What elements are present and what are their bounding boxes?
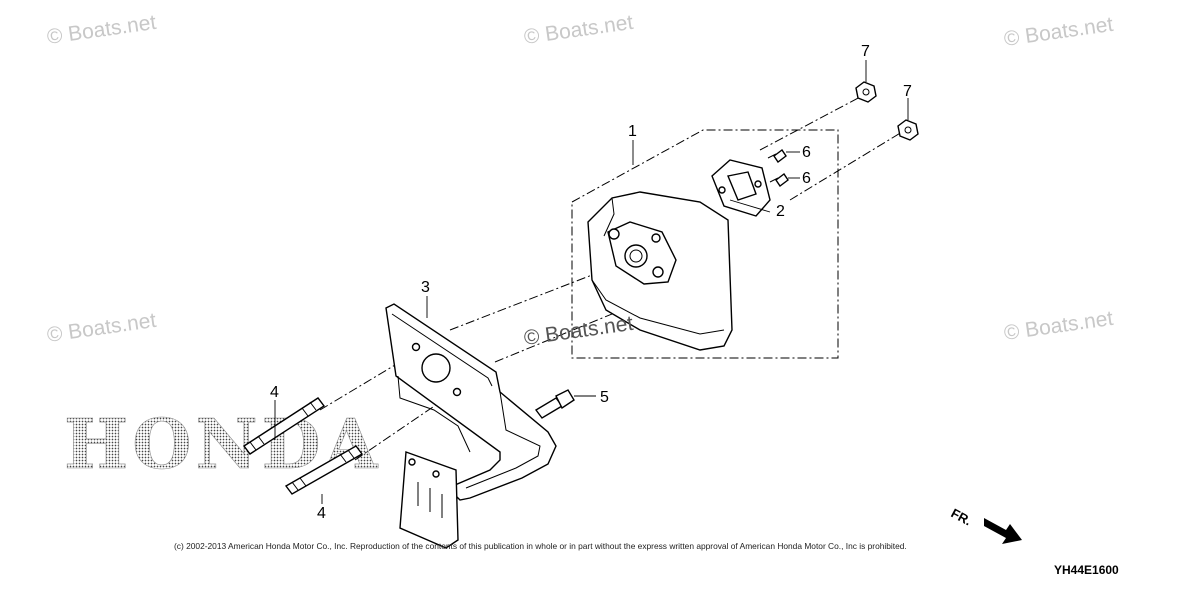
axis-line-nut-left — [759, 95, 863, 151]
flange-bolt — [534, 389, 575, 419]
watermark-mid-right: © Boats.net — [1002, 307, 1114, 345]
stud-lower — [284, 445, 364, 495]
muffler-gasket — [711, 159, 771, 217]
honda-brand-outline: HONDA — [64, 405, 381, 485]
callout-gasket: 2 — [776, 203, 785, 220]
axis-line-nut-right — [789, 131, 903, 201]
watermark-top-center: © Boats.net — [522, 11, 634, 49]
front-label: FR. — [949, 505, 975, 528]
heat-protector — [385, 303, 557, 549]
leader-part-2 — [729, 199, 771, 213]
front-arrow-icon — [984, 518, 1022, 544]
callout-nut-right: 7 — [903, 83, 912, 100]
callout-stud-upper: 4 — [270, 384, 279, 401]
callout-stud-lower: 4 — [317, 505, 326, 522]
watermark-center: © Boats.net — [522, 312, 634, 350]
front-direction-indicator: FR. — [949, 505, 1022, 544]
axis-line-stud-lower — [354, 391, 456, 461]
callout-screw-lower: 6 — [802, 170, 811, 187]
watermark-top-left: © Boats.net — [45, 11, 157, 49]
watermark-top-right: © Boats.net — [1002, 13, 1114, 51]
screw-upper — [767, 148, 787, 164]
callout-nut-left: 7 — [861, 43, 870, 60]
nut-right — [897, 119, 919, 141]
diagram-code: YH44E1600 — [1054, 563, 1119, 577]
watermark-mid-left: © Boats.net — [45, 309, 157, 347]
callout-heat-protector: 3 — [421, 279, 430, 296]
nut-left — [855, 81, 877, 103]
muffler-assembly-box — [571, 129, 839, 359]
copyright-notice: (c) 2002-2013 American Honda Motor Co., … — [174, 541, 907, 551]
callout-screw-upper: 6 — [802, 144, 811, 161]
callout-bolt: 5 — [600, 389, 609, 406]
callout-muffler: 1 — [628, 123, 637, 140]
screw-lower — [769, 172, 789, 188]
stud-upper — [242, 397, 326, 455]
muffler — [587, 191, 733, 351]
